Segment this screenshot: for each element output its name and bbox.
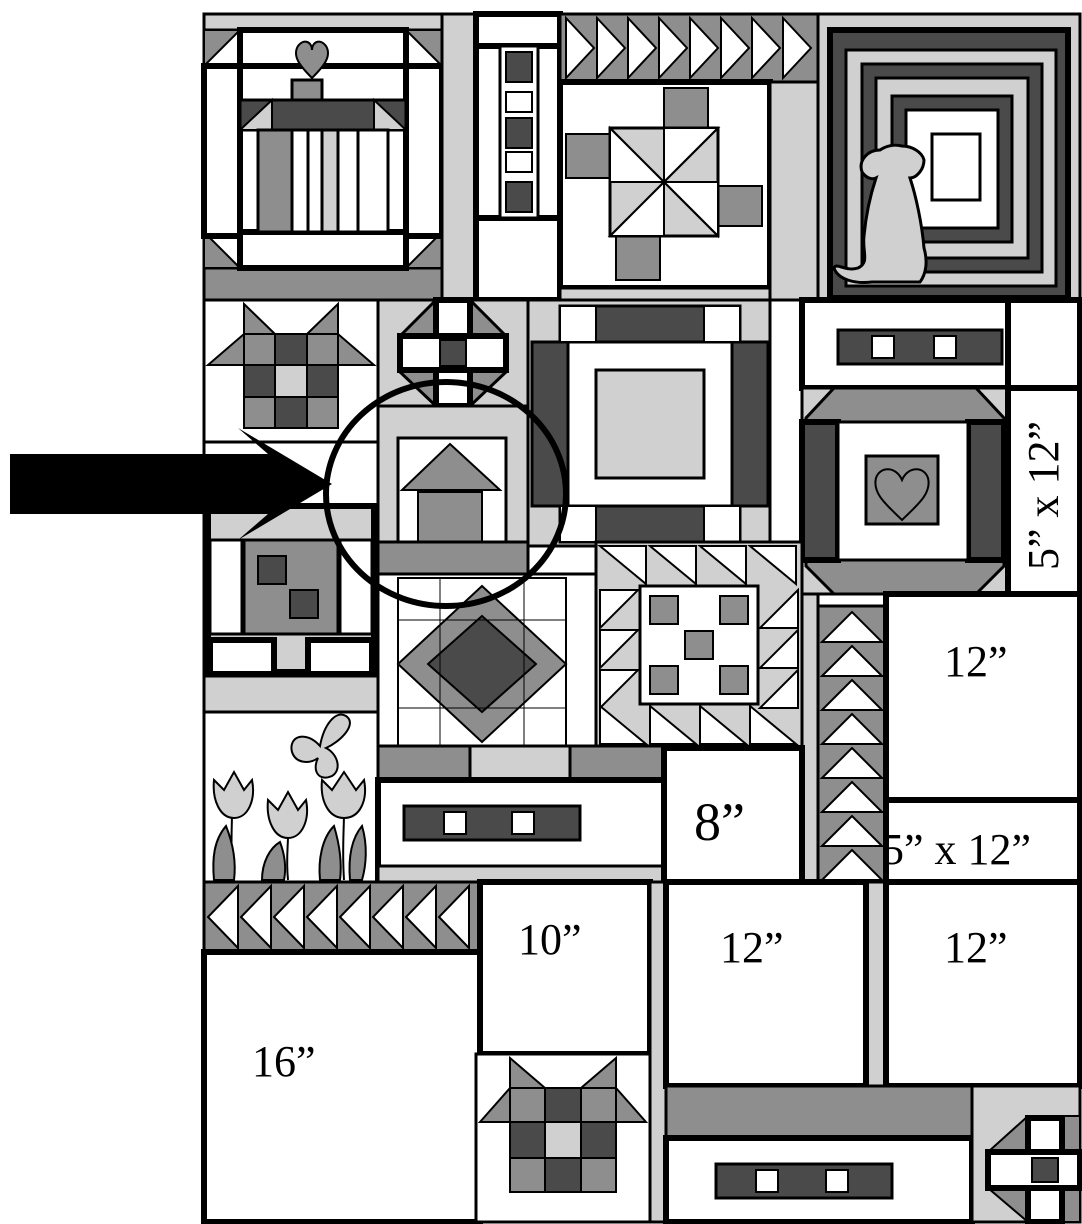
heart-frame-block xyxy=(802,388,1008,594)
tulip-block xyxy=(204,712,378,882)
size-label-12-right: 12” xyxy=(944,637,1008,686)
size-label-12-bottom-right: 12” xyxy=(944,923,1008,972)
size-label-12-bottom-middle: 12” xyxy=(720,923,784,972)
house-block xyxy=(378,406,528,574)
size-label-10: 10” xyxy=(518,915,582,964)
size-label-8: 8” xyxy=(694,792,745,852)
size-label-5x12-horizontal: 5” x 12” xyxy=(882,825,1031,874)
ladder-strip-block xyxy=(442,14,560,300)
bar-block-bottom xyxy=(666,1086,972,1222)
birdhouse-block xyxy=(204,14,442,300)
size-label-5x12-vertical: 5” x 12” xyxy=(1019,421,1068,570)
star-block-bottom xyxy=(476,1054,650,1222)
bar-block-right xyxy=(802,300,1080,388)
pinwheel-block xyxy=(560,82,818,300)
cross-block-bottom-right xyxy=(972,1086,1080,1222)
bar-block-middle xyxy=(378,746,664,882)
size-label-16: 16” xyxy=(252,1037,316,1086)
log-cabin-block xyxy=(818,14,1080,300)
